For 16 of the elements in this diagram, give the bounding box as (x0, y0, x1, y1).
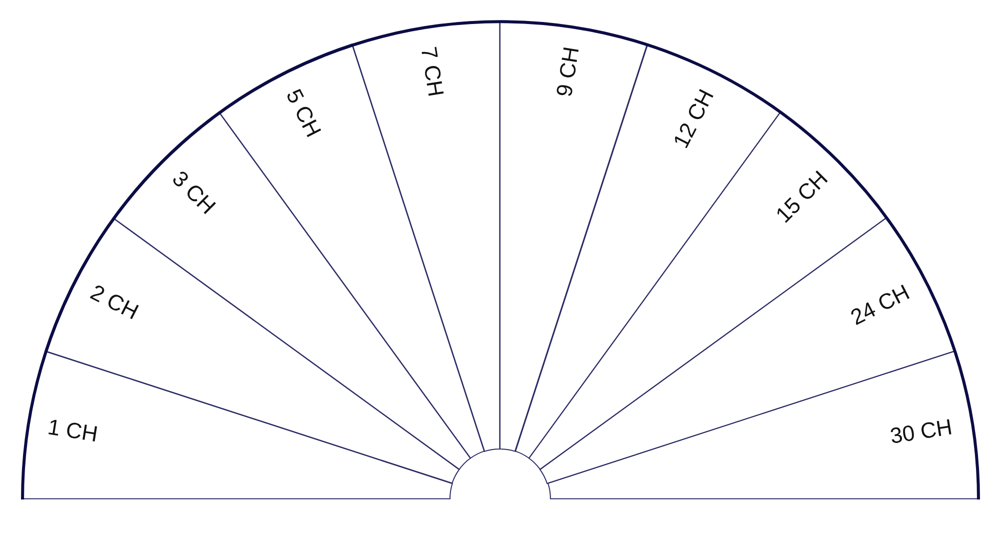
sector-label: 1 CH (46, 416, 99, 446)
dial-sector (499, 20, 649, 452)
dial-sector (351, 20, 501, 452)
sector-label: 12 CH (670, 86, 718, 152)
sector-label: 3 CH (168, 167, 220, 218)
sector-label: 15 CH (772, 167, 832, 227)
sector-label: 24 CH (848, 281, 914, 330)
sector-label: 7 CH (417, 44, 448, 98)
dial-sector (218, 43, 486, 460)
dial-sector (546, 350, 979, 500)
sector-label: 9 CH (552, 44, 582, 98)
dial-sector (44, 217, 461, 485)
dial-sector (21, 350, 454, 500)
sector-label: 30 CH (889, 416, 954, 448)
sector-label: 5 CH (282, 86, 325, 141)
sector-label: 2 CH (86, 281, 142, 324)
